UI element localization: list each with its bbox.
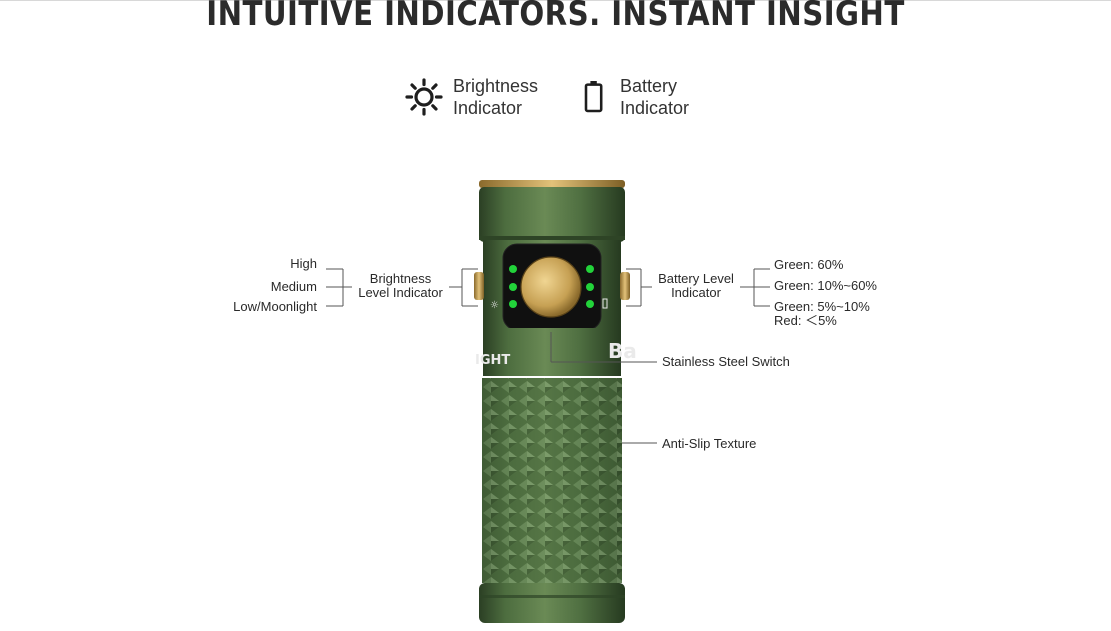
battery-level-3: Green: 5%~10% <box>774 299 870 314</box>
battery-indicator-label: Battery Level Indicator <box>652 272 740 300</box>
callout-lines <box>326 268 770 444</box>
svg-text:Ba: Ba <box>608 339 637 363</box>
brightness-indicator-line2: Level Indicator <box>358 285 443 300</box>
texture-callout: Anti-Slip Texture <box>662 436 757 451</box>
top-divider <box>0 0 1111 1</box>
led-dots <box>509 265 594 308</box>
battery-indicator-line1: Battery Level <box>658 271 734 286</box>
svg-text:IGHT: IGHT <box>475 353 510 368</box>
legend-brightness-line1: Brightness <box>453 76 539 96</box>
legend-battery-line2: Indicator <box>620 98 690 118</box>
battery-indicator-line2: Indicator <box>671 285 721 300</box>
battery-level-2: Green: 10%~60% <box>774 278 877 293</box>
battery-level-1: Green: 60% <box>774 257 844 272</box>
sun-icon <box>405 78 443 116</box>
switch-callout: Stainless Steel Switch <box>662 354 790 369</box>
legend-brightness-line2: Indicator <box>453 98 523 118</box>
flashlight-head <box>479 187 625 242</box>
brightness-level-high: High <box>290 256 317 271</box>
battery-icon <box>584 81 603 113</box>
head-brass-ring <box>479 180 625 188</box>
brightness-level-medium: Medium <box>270 279 317 294</box>
flashlight-tail <box>479 583 625 623</box>
battery-level-4: Red: ＜5% <box>774 313 837 328</box>
brightness-indicator-label: Brightness Level Indicator <box>352 272 449 300</box>
brightness-level-low: Low/Moonlight <box>233 299 317 314</box>
legend-brightness: Brightness Indicator <box>405 75 538 119</box>
legend-battery-line1: Battery <box>620 76 678 96</box>
brightness-indicator-line1: Brightness <box>369 271 432 286</box>
page-title: INTUITIVE INDICATORS. INSTANT INSIGHT <box>206 0 905 34</box>
svg-text:☼: ☼ <box>490 300 499 311</box>
switch-button <box>520 256 582 318</box>
legend-battery: Battery Indicator <box>580 75 689 119</box>
